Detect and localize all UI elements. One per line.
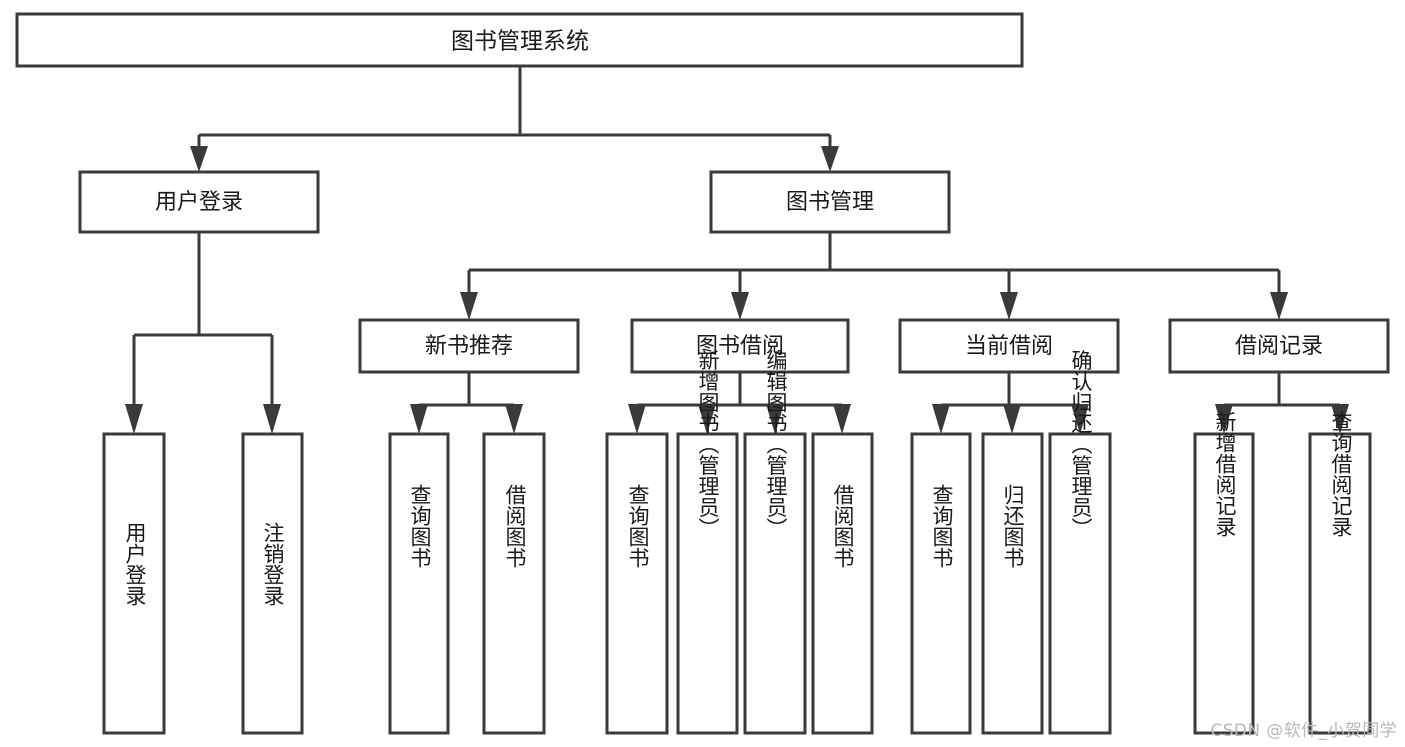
arrow-head-icon <box>1331 404 1349 434</box>
node-book-borrow[interactable]: 图书借阅 <box>630 318 850 374</box>
node-borrow-record-box[interactable] <box>1168 318 1390 374</box>
leaf-add-borrow-record[interactable]: 新增借阅记录 <box>1193 411 1255 735</box>
leaf-borrow-book-borrow-label: 借阅图书 <box>831 484 855 568</box>
leaf-borrow-book-newbook-label: 借阅图书 <box>503 484 527 568</box>
node-book-management[interactable]: 图书管理 <box>709 170 951 234</box>
node-book-management-box[interactable] <box>709 170 951 234</box>
leaf-add-borrow-record-label: 新增借阅记录 <box>1213 411 1237 537</box>
arrow-head-icon <box>731 292 749 320</box>
leaf-query-book-newbook-box[interactable] <box>388 432 450 735</box>
node-book-borrow-box[interactable] <box>630 318 850 374</box>
leaf-user-login[interactable]: 用户登录 <box>102 432 166 735</box>
leaf-return-book-label: 归还图书 <box>1001 484 1025 568</box>
leaf-borrow-book-borrow-box[interactable] <box>811 432 874 735</box>
arrow-head-icon <box>698 404 716 434</box>
leaf-confirm-return-admin-label: 确认归还（管理员） <box>1069 350 1093 539</box>
node-new-book-recommend[interactable]: 新书推荐 <box>358 318 580 374</box>
leaf-return-book[interactable]: 归还图书 <box>981 432 1044 735</box>
leaf-query-book-borrow-label: 查询图书 <box>626 484 650 568</box>
arrow-head-icon <box>1215 404 1233 434</box>
leaf-borrow-book-newbook[interactable]: 借阅图书 <box>482 432 546 735</box>
leaf-query-book-current-box[interactable] <box>910 432 972 735</box>
leaf-query-borrow-record-box[interactable] <box>1308 432 1372 735</box>
arrow-head-icon <box>932 404 950 434</box>
leaf-query-book-newbook-label: 查询图书 <box>408 484 432 568</box>
leaf-query-book-current[interactable]: 查询图书 <box>910 432 972 735</box>
arrow-head-icon <box>833 404 851 434</box>
arrow-head-icon <box>1270 292 1288 320</box>
node-book-management-label: 图书管理 <box>786 190 874 215</box>
leaf-query-book-borrow-box[interactable] <box>605 432 669 735</box>
leaf-edit-book-admin-label: 编辑图书（管理员） <box>764 350 788 539</box>
arrow-head-icon <box>628 404 646 434</box>
arrow-head-icon <box>190 146 208 172</box>
leaf-borrow-book-borrow[interactable]: 借阅图书 <box>811 432 874 735</box>
node-user-login-label: 用户登录 <box>155 190 243 215</box>
arrow-head-icon <box>505 404 523 434</box>
arrow-head-icon <box>263 404 281 434</box>
leaf-add-book-admin[interactable]: 新增图书（管理员） <box>676 350 739 735</box>
node-borrow-record[interactable]: 借阅记录 <box>1168 318 1390 374</box>
arrow-head-icon <box>1003 404 1021 434</box>
leaf-query-book-current-label: 查询图书 <box>930 484 954 568</box>
leaf-add-book-admin-box[interactable] <box>676 432 739 735</box>
node-root-box[interactable] <box>15 12 1024 68</box>
node-user-login-box[interactable] <box>78 170 320 234</box>
leaf-logout-box[interactable] <box>241 432 304 735</box>
arrow-head-icon <box>410 404 428 434</box>
arrow-head-icon <box>1000 292 1018 320</box>
leaf-confirm-return-admin[interactable]: 确认归还（管理员） <box>1048 350 1112 735</box>
arrow-head-icon <box>821 146 839 172</box>
leaf-query-book-newbook[interactable]: 查询图书 <box>388 432 450 735</box>
node-book-borrow-label: 图书借阅 <box>696 334 784 359</box>
leaf-return-book-box[interactable] <box>981 432 1044 735</box>
arrow-head-icon <box>460 292 478 320</box>
arrow-head-icon <box>766 404 784 434</box>
node-root[interactable]: 图书管理系统 <box>15 12 1024 68</box>
leaf-user-login-box[interactable] <box>102 432 166 735</box>
leaf-edit-book-admin-box[interactable] <box>743 432 807 735</box>
leaf-add-book-admin-label: 新增图书（管理员） <box>696 350 720 539</box>
leaf-edit-book-admin[interactable]: 编辑图书（管理员） <box>743 350 807 735</box>
node-current-borrow-box[interactable] <box>898 318 1120 374</box>
leaf-query-borrow-record-label: 查询借阅记录 <box>1329 411 1353 537</box>
leaf-query-book-borrow[interactable]: 查询图书 <box>605 432 669 735</box>
node-current-borrow-label: 当前借阅 <box>965 334 1053 359</box>
leaf-logout[interactable]: 注销登录 <box>241 432 304 735</box>
leaf-confirm-return-admin-box[interactable] <box>1048 432 1112 735</box>
node-new-book-recommend-box[interactable] <box>358 318 580 374</box>
node-root-label: 图书管理系统 <box>451 29 589 55</box>
node-new-book-recommend-label: 新书推荐 <box>425 334 513 359</box>
node-user-login[interactable]: 用户登录 <box>78 170 320 234</box>
arrow-head-icon <box>125 404 143 434</box>
edge-layer <box>125 66 1349 434</box>
leaf-add-borrow-record-box[interactable] <box>1193 432 1255 735</box>
node-borrow-record-label: 借阅记录 <box>1235 334 1323 359</box>
leaf-logout-label: 注销登录 <box>261 522 285 606</box>
leaf-borrow-book-newbook-box[interactable] <box>482 432 546 735</box>
arrow-head-icon <box>1071 404 1089 434</box>
node-current-borrow[interactable]: 当前借阅 <box>898 318 1120 374</box>
leaf-query-borrow-record[interactable]: 查询借阅记录 <box>1308 411 1372 735</box>
leaf-user-login-label: 用户登录 <box>123 522 147 606</box>
